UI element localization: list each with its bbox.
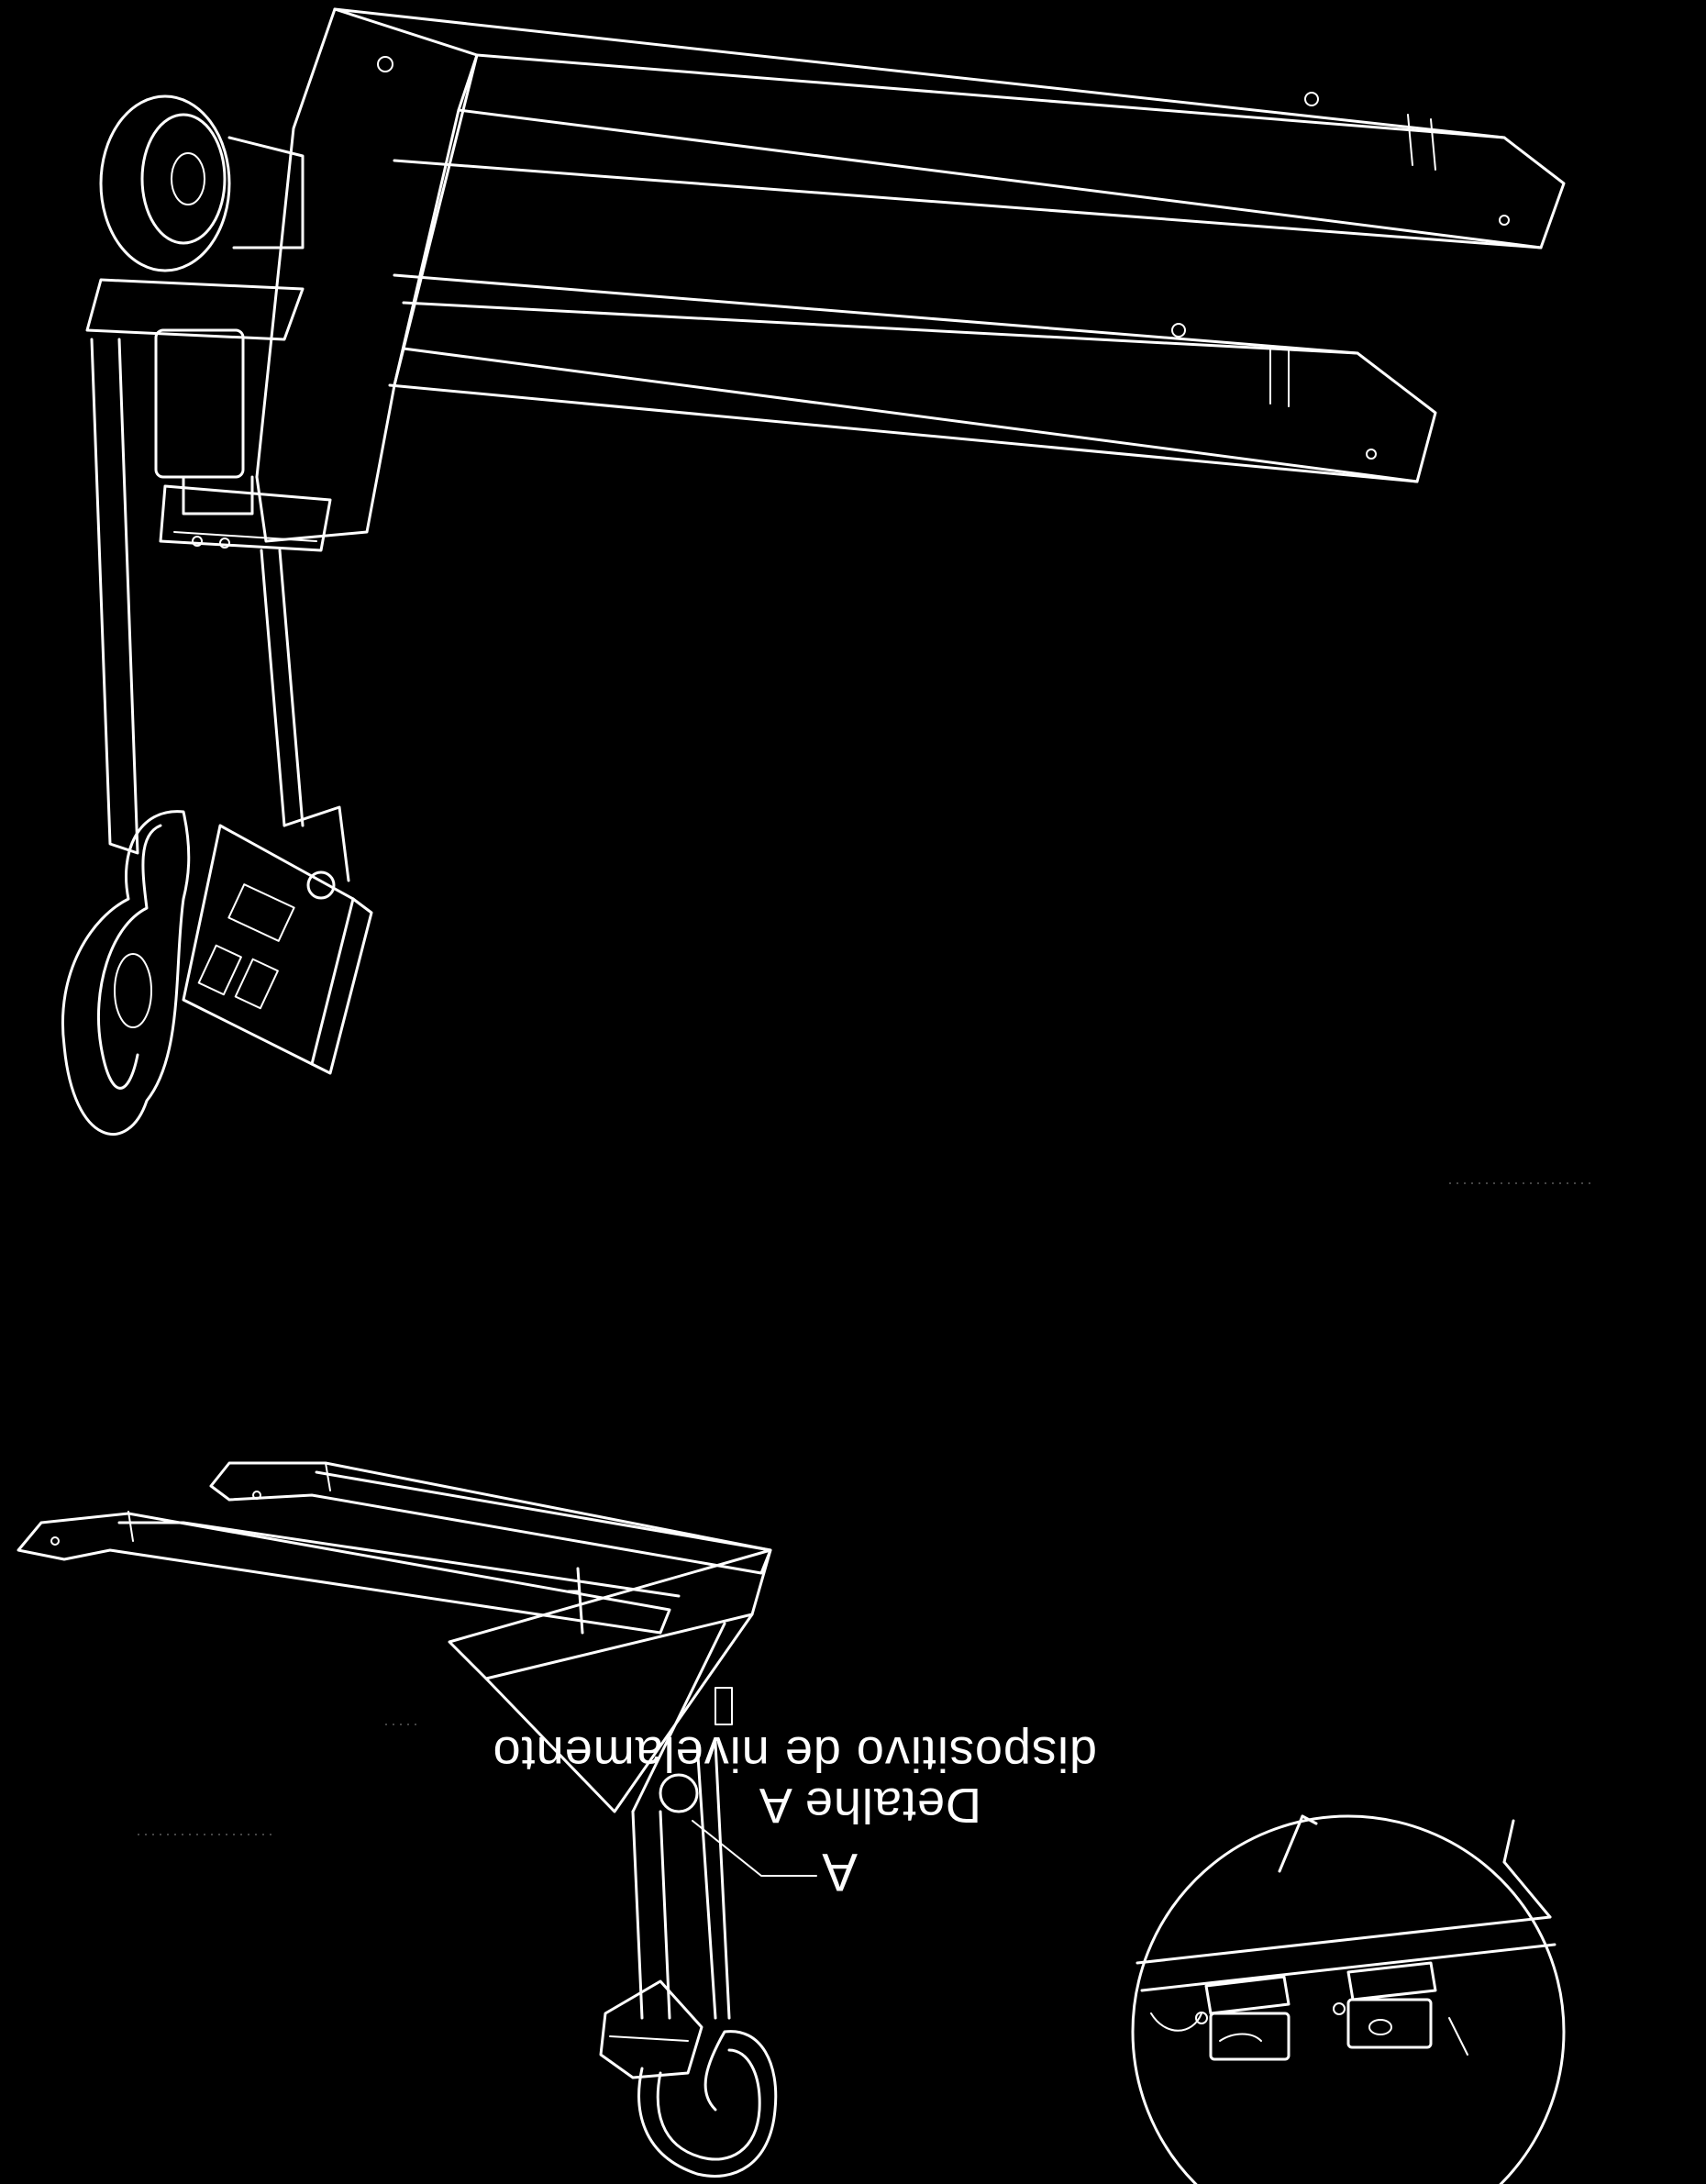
callout-leader <box>692 1820 817 1877</box>
small-indicator <box>599 1979 703 2079</box>
weighing-indicator <box>182 805 373 1075</box>
detail-circle <box>1131 1814 1566 2184</box>
hydraulic-pump <box>85 278 332 552</box>
upper-fork <box>333 7 1566 249</box>
leveling-foot-left <box>1195 1975 1291 2061</box>
small-forks <box>17 1461 772 1635</box>
pallet-truck-bottom <box>17 1461 1566 2184</box>
pallet-truck-top <box>61 7 1596 1184</box>
tiller-handle <box>61 810 191 1136</box>
lower-fork <box>388 273 1437 483</box>
chassis-plate <box>255 7 479 543</box>
steering-wheel <box>99 94 305 272</box>
handle-shafts <box>90 338 305 855</box>
leveling-foot-right <box>1333 1961 1437 2049</box>
small-handle <box>637 2030 778 2178</box>
small-frame <box>448 1548 772 1813</box>
small-shafts <box>631 1687 733 2020</box>
